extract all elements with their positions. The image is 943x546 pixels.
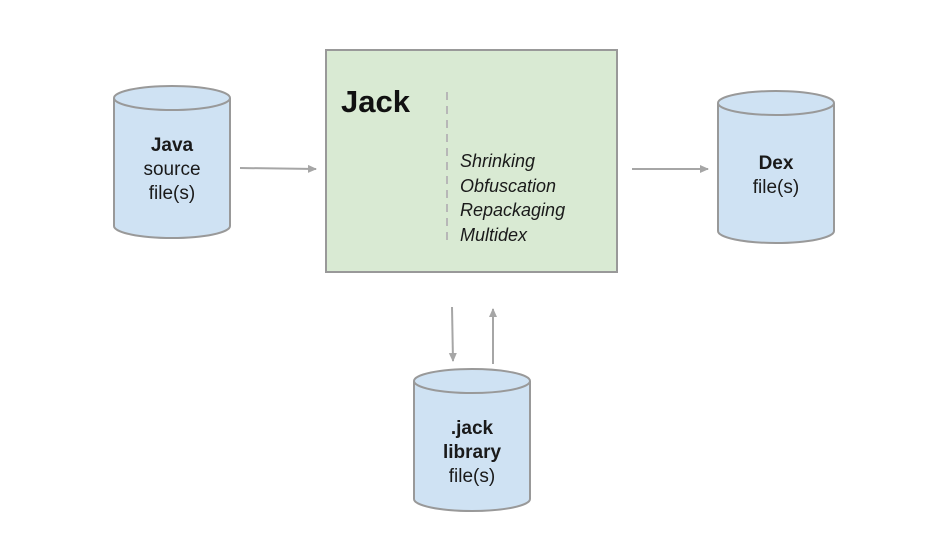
java-source-subtitle: source xyxy=(143,159,201,180)
dex-label: Dex file(s) xyxy=(718,152,834,200)
feature-obfuscation: Obfuscation xyxy=(460,175,557,196)
arrow-jack-to-library xyxy=(448,306,457,362)
java-source-label: Java source file(s) xyxy=(114,134,230,206)
dex-files: file(s) xyxy=(752,177,800,198)
jack-library-label: .jack library file(s) xyxy=(414,417,530,489)
java-source-cylinder xyxy=(113,85,231,239)
jack-features-list: Shrinking Obfuscation Repackaging Multid… xyxy=(460,149,565,247)
java-source-title: Java xyxy=(150,135,194,156)
jack-library-cylinder xyxy=(413,368,531,512)
dex-cylinder xyxy=(717,90,835,244)
jack-library-subtitle: library xyxy=(442,442,502,463)
feature-repackaging: Repackaging xyxy=(460,200,566,220)
java-source-files: file(s) xyxy=(148,183,196,204)
feature-multidex: Multidex xyxy=(460,224,528,245)
jack-library-title: .jack xyxy=(450,418,494,439)
jack-box xyxy=(325,49,618,273)
jack-library-files: file(s) xyxy=(448,466,496,487)
dex-title: Dex xyxy=(758,153,794,174)
feature-shrinking: Shrinking xyxy=(460,151,536,171)
jack-title: Jack xyxy=(341,84,410,119)
arrow-source-to-jack xyxy=(239,164,317,173)
